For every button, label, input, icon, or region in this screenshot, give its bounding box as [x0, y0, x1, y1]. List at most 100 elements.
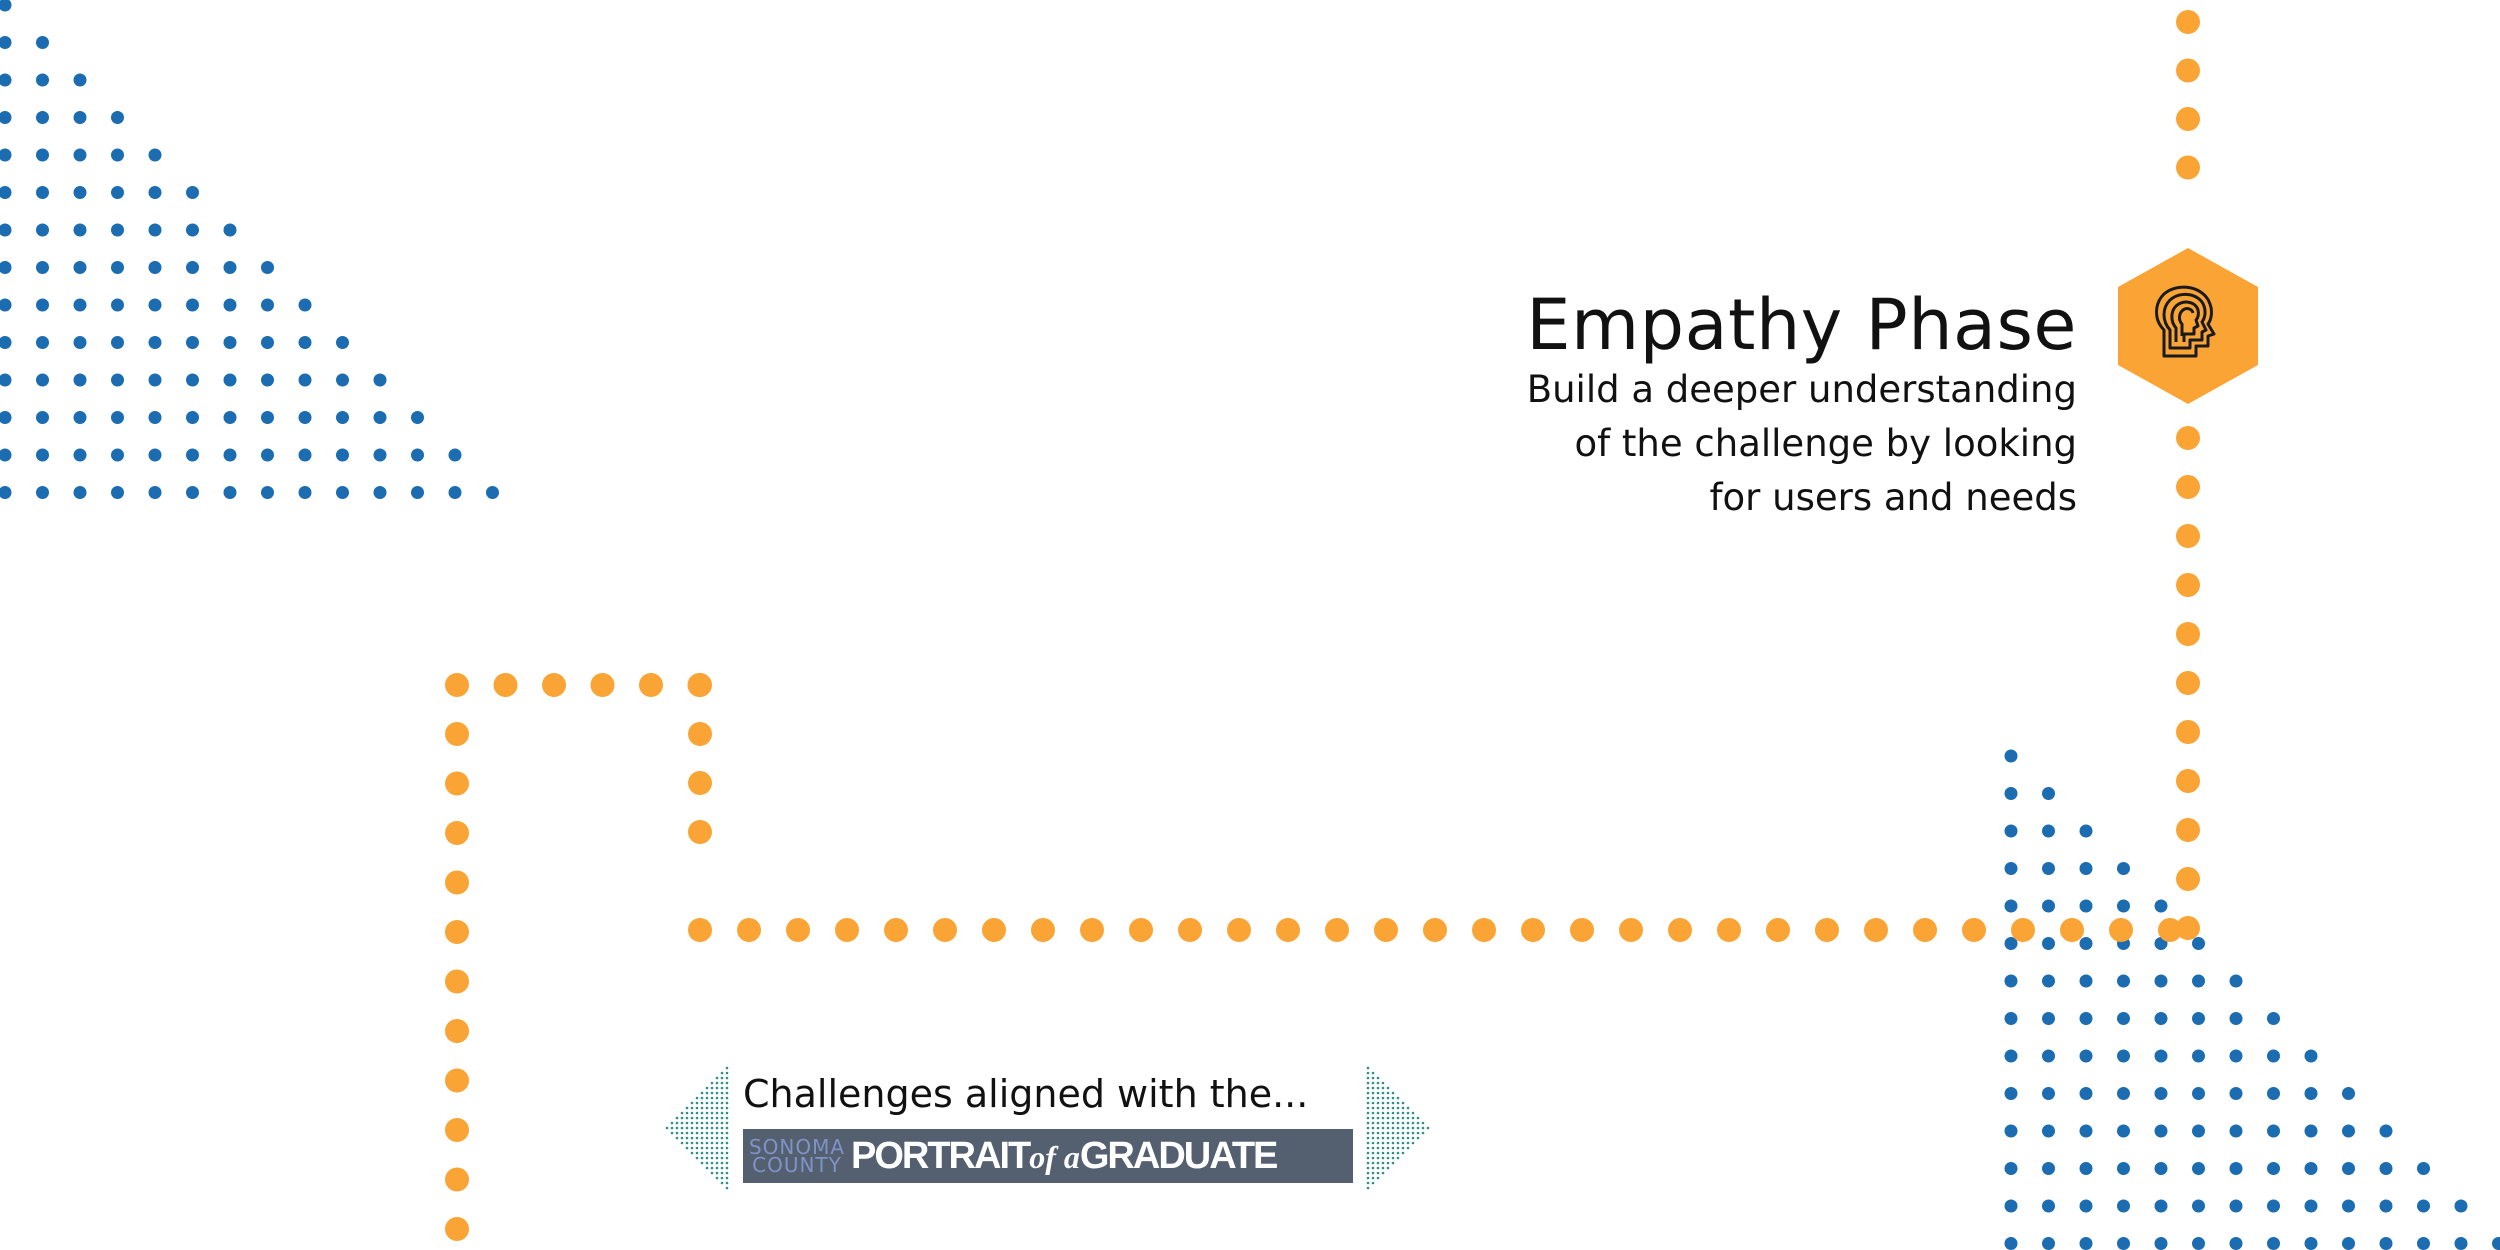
blue-dot	[2192, 1237, 2205, 1250]
teal-dot	[700, 1161, 704, 1165]
blue-dot	[336, 373, 349, 387]
blue-dot	[2267, 1199, 2280, 1213]
blue-dot	[0, 36, 12, 49]
portrait-label: Challenges aligned with the...	[743, 1072, 1309, 1116]
teal-dot	[1366, 1086, 1370, 1090]
orange-dot	[445, 1167, 469, 1192]
blue-dot	[73, 411, 87, 424]
blue-dot	[2079, 1012, 2093, 1025]
teal-dot	[720, 1071, 724, 1075]
teal-dot	[720, 1086, 724, 1090]
teal-dot	[665, 1126, 669, 1130]
blue-dot	[2304, 1087, 2318, 1100]
teal-dot	[1391, 1161, 1395, 1165]
orange-dot	[639, 673, 663, 697]
blue-dot	[2042, 862, 2055, 875]
teal-dot-pattern	[665, 1066, 1430, 1190]
teal-dot	[710, 1101, 714, 1105]
teal-dot	[720, 1161, 724, 1165]
teal-dot	[1401, 1116, 1405, 1120]
teal-dot	[1371, 1096, 1375, 1100]
blue-dot	[2079, 1199, 2093, 1213]
teal-dot	[695, 1136, 699, 1140]
teal-dot	[725, 1076, 729, 1080]
blue-dot	[111, 336, 124, 349]
blue-dot	[223, 411, 237, 424]
teal-dot	[725, 1146, 729, 1150]
teal-dot	[710, 1106, 714, 1110]
blue-dot	[223, 261, 237, 274]
blue-dot	[2192, 1162, 2205, 1175]
teal-dot	[710, 1081, 714, 1085]
teal-dot	[1386, 1126, 1390, 1130]
teal-dot	[700, 1156, 704, 1160]
teal-dot	[685, 1136, 689, 1140]
teal-dot	[1371, 1116, 1375, 1120]
orange-dot	[687, 673, 712, 697]
teal-dot	[715, 1121, 719, 1125]
orange-dot	[1325, 918, 1349, 942]
blue-dot	[2229, 1237, 2243, 1250]
teal-dot	[1391, 1106, 1395, 1110]
teal-dot	[720, 1146, 724, 1150]
orange-dot	[1276, 918, 1300, 942]
teal-dot	[700, 1106, 704, 1110]
orange-dot	[1766, 918, 1790, 942]
blue-dot	[2229, 1162, 2243, 1175]
blue-dot	[2379, 1162, 2393, 1175]
teal-dot	[710, 1116, 714, 1120]
orange-dot	[445, 920, 469, 944]
orange-dot	[1913, 918, 1937, 942]
orange-dot	[1521, 918, 1545, 942]
teal-dot	[720, 1151, 724, 1155]
teal-dot	[1366, 1176, 1370, 1180]
teal-dot	[700, 1121, 704, 1125]
blue-dot	[36, 186, 49, 199]
teal-dot	[725, 1121, 729, 1125]
blue-dot	[111, 448, 124, 462]
blue-dot	[2079, 824, 2093, 838]
teal-dot	[690, 1116, 694, 1120]
teal-dot	[720, 1116, 724, 1120]
teal-dot	[1416, 1126, 1420, 1130]
blue-dot	[2342, 1162, 2355, 1175]
teal-dot	[675, 1136, 679, 1140]
teal-dot	[715, 1116, 719, 1120]
blue-dot	[2342, 1199, 2355, 1213]
blue-dot	[2229, 974, 2243, 988]
orange-dot	[445, 771, 469, 796]
head-profile-icon	[2155, 285, 2216, 358]
teal-dot	[1381, 1106, 1385, 1110]
blue-dot	[73, 448, 87, 462]
blue-dot	[148, 223, 162, 237]
blue-dot	[2304, 1199, 2318, 1213]
teal-dot	[1381, 1086, 1385, 1090]
blue-dot	[261, 411, 274, 424]
blue-dot	[2379, 1237, 2393, 1250]
teal-dot	[1371, 1146, 1375, 1150]
teal-dot	[725, 1171, 729, 1175]
teal-dot	[1381, 1166, 1385, 1170]
teal-dot	[705, 1136, 709, 1140]
teal-dot	[725, 1186, 729, 1190]
blue-dot	[2192, 1199, 2205, 1213]
teal-dot	[720, 1156, 724, 1160]
orange-dot	[688, 918, 712, 942]
teal-dot	[1396, 1141, 1400, 1145]
teal-dot	[1371, 1181, 1375, 1185]
teal-dot	[1371, 1076, 1375, 1080]
teal-dot	[1366, 1121, 1370, 1125]
teal-dot	[690, 1106, 694, 1110]
blue-dot	[223, 486, 237, 499]
teal-dot	[1366, 1161, 1370, 1165]
teal-dot	[1396, 1131, 1400, 1135]
teal-dot	[1416, 1136, 1420, 1140]
teal-dot	[1366, 1156, 1370, 1160]
orange-dot	[542, 673, 566, 697]
orange-dot	[933, 918, 957, 942]
blue-dot	[2304, 1162, 2318, 1175]
blue-dot	[0, 486, 12, 499]
blue-dot	[73, 486, 87, 499]
teal-dot	[1366, 1131, 1370, 1135]
orange-dot	[982, 918, 1006, 942]
